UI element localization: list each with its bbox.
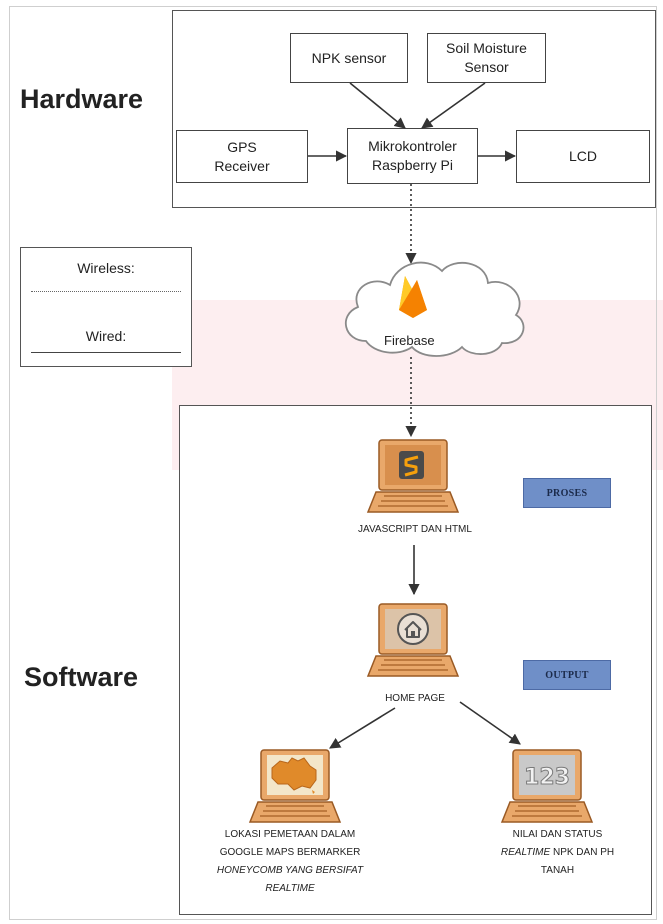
firebase-label: Firebase: [384, 333, 435, 348]
map-caption-line3-text: HONEYCOMB YANG BERSIFAT: [216, 865, 364, 876]
firebase-cloud: [344, 261, 525, 357]
microcontroller-box: Mikrokontroler Raspberry Pi: [347, 128, 478, 184]
map-caption: LOKASI PEMETAAN DALAM GOOGLE MAPS BERMAR…: [185, 826, 395, 898]
legend-wired-line: [31, 352, 181, 353]
lcd-box: LCD: [516, 130, 650, 183]
npk-caption-line2: REALTIME NPK DAN PH: [465, 844, 650, 862]
map-caption-line3: HONEYCOMB YANG BERSIFAT: [185, 862, 395, 880]
npk-caption-line1: NILAI DAN STATUS: [512, 829, 603, 840]
firebase-flame-icon: [399, 276, 427, 318]
hardware-title: Hardware: [20, 84, 144, 114]
arrow-soil-to-mcu: [421, 82, 486, 129]
npk-caption-line3: TANAH: [540, 865, 575, 876]
laptop-digits-icon: 123: [500, 749, 594, 823]
legend-wireless-line: [31, 291, 181, 292]
map-caption-line4: REALTIME: [185, 880, 395, 898]
laptop-map-icon: [248, 749, 342, 823]
legend-wireless-label: Wireless:: [77, 260, 135, 276]
laptop-home-icon: [366, 603, 460, 677]
npk-caption: NILAI DAN STATUS REALTIME NPK DAN PH TAN…: [465, 826, 650, 880]
laptop-screen-digits: 123: [524, 765, 570, 790]
npk-caption-line2-italic: REALTIME: [500, 847, 551, 858]
legend-wired-label: Wired:: [85, 328, 127, 344]
map-caption-line1: LOKASI PEMETAAN DALAM: [224, 829, 356, 840]
map-caption-line2: GOOGLE MAPS BERMARKER: [219, 847, 361, 858]
output-badge: OUTPUT: [523, 660, 611, 690]
laptop-javascript-icon: [366, 439, 460, 513]
javascript-html-caption: JAVASCRIPT DAN HTML: [358, 524, 472, 535]
npk-caption-line2-rest: NPK DAN PH: [550, 847, 615, 858]
map-caption-line4-text: REALTIME: [265, 883, 315, 894]
soil-moisture-sensor-box: Soil Moisture Sensor: [427, 33, 546, 83]
gps-receiver-box: GPS Receiver: [176, 130, 308, 183]
arrow-home-to-npk: [459, 701, 521, 745]
arrow-npk-to-mcu: [349, 82, 406, 129]
npk-sensor-box: NPK sensor: [290, 33, 408, 83]
arrow-home-to-map: [329, 707, 396, 749]
outer-frame: [9, 6, 657, 920]
software-title: Software: [24, 662, 139, 692]
legend: Wireless: Wired:: [20, 247, 192, 367]
home-page-caption: HOME PAGE: [385, 693, 445, 704]
proses-badge: PROSES: [523, 478, 611, 508]
